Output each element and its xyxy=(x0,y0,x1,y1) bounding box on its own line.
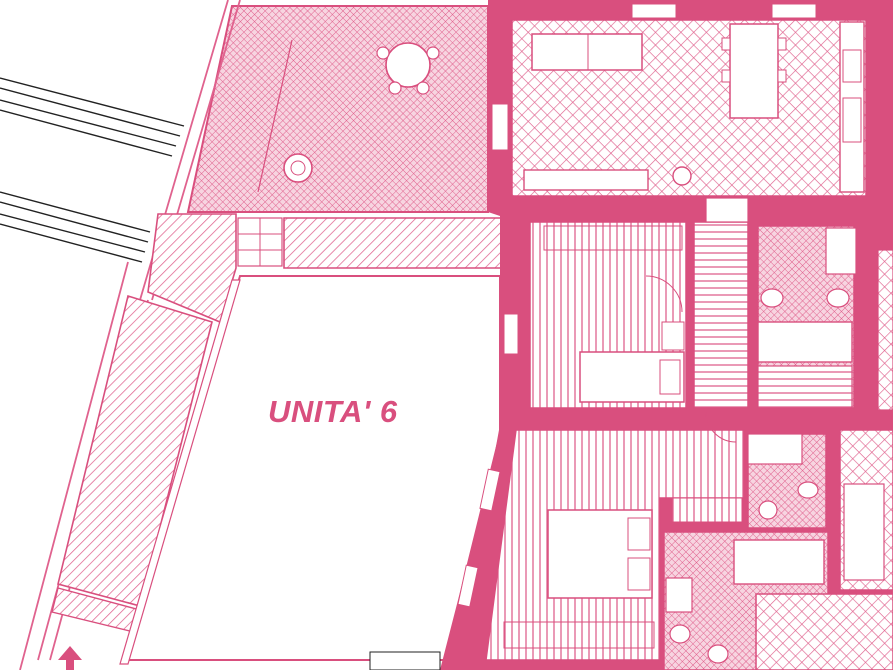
terrace xyxy=(186,5,489,213)
bedroom-1 xyxy=(529,221,687,409)
living-room xyxy=(491,3,867,197)
adjacent-rooms xyxy=(755,249,893,670)
garden-area xyxy=(119,275,501,665)
bedroom-2 xyxy=(485,411,745,661)
bathroom-2 xyxy=(747,433,827,529)
stairs xyxy=(693,197,749,409)
unit-label: UNITA' 6 xyxy=(268,394,398,429)
entrance-arrow-icon xyxy=(58,646,441,670)
bathroom-1 xyxy=(757,225,857,409)
left-strip xyxy=(51,213,505,633)
wall-openings xyxy=(457,313,519,608)
street-lines xyxy=(0,77,185,263)
